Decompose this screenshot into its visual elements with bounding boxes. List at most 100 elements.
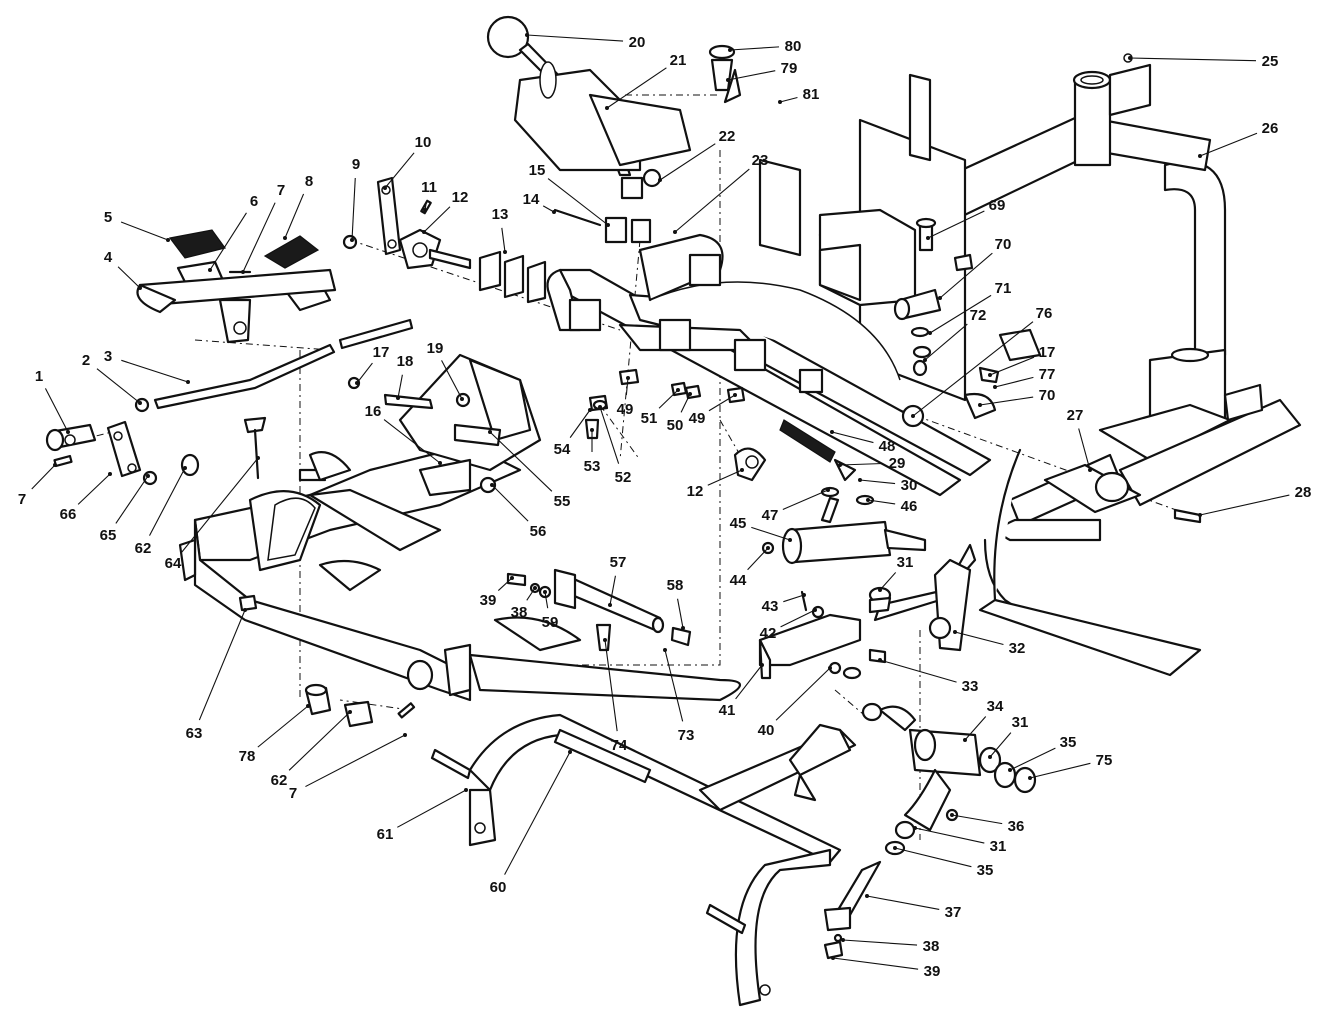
leader-line bbox=[544, 591, 549, 609]
callout-number: 12 bbox=[687, 483, 704, 500]
callout-c64: 64 bbox=[165, 456, 260, 572]
leader-dot bbox=[146, 474, 150, 478]
callout-c10: 10 bbox=[383, 134, 431, 190]
callout-number: 9 bbox=[352, 156, 360, 173]
callout-number: 36 bbox=[1008, 818, 1025, 835]
leader-dot bbox=[865, 894, 869, 898]
leader-dot bbox=[878, 658, 882, 662]
leader-dot bbox=[1088, 468, 1092, 472]
callout-c18: 18 bbox=[396, 353, 413, 400]
callout-c75: 75 bbox=[1028, 752, 1112, 780]
leader-dot bbox=[605, 106, 609, 110]
callout-c12a: 12 bbox=[422, 189, 468, 234]
callout-number: 11 bbox=[421, 179, 437, 196]
callout-c53: 53 bbox=[584, 428, 601, 475]
leader-dot bbox=[283, 236, 287, 240]
leader-dot bbox=[460, 397, 464, 401]
leader-line bbox=[954, 631, 1004, 646]
callout-c70b: 70 bbox=[978, 387, 1055, 407]
leader-line bbox=[547, 178, 609, 226]
callout-c62b: 62 bbox=[271, 710, 352, 789]
leader-dot bbox=[108, 472, 112, 476]
leader-dot bbox=[676, 388, 680, 392]
callout-number: 15 bbox=[529, 162, 546, 179]
leader-dot bbox=[928, 331, 932, 335]
callout-c31a: 31 bbox=[878, 554, 913, 592]
leader-dot bbox=[533, 586, 537, 590]
leader-dot bbox=[838, 463, 842, 467]
leader-line bbox=[242, 202, 276, 273]
callout-number: 32 bbox=[1009, 640, 1026, 657]
leader-dot bbox=[438, 461, 442, 465]
leader-line bbox=[927, 210, 985, 239]
callout-number: 53 bbox=[584, 458, 601, 475]
callout-c35a: 35 bbox=[1008, 734, 1076, 772]
callout-number: 51 bbox=[641, 410, 658, 427]
leader-line bbox=[117, 266, 141, 289]
leader-dot bbox=[950, 813, 954, 817]
leader-dot bbox=[590, 428, 594, 432]
leader-dot bbox=[138, 286, 142, 290]
leader-dot bbox=[403, 733, 407, 737]
callout-number: 21 bbox=[670, 52, 687, 69]
leader-line bbox=[747, 547, 769, 571]
callout-number: 63 bbox=[186, 725, 203, 742]
callout-number: 37 bbox=[945, 904, 962, 921]
callout-c34: 34 bbox=[963, 698, 1004, 742]
leader-line bbox=[894, 847, 972, 868]
leader-dot bbox=[663, 648, 667, 652]
callout-c23: 23 bbox=[673, 152, 768, 234]
leader-dot bbox=[953, 630, 957, 634]
callout-number: 28 bbox=[1295, 484, 1312, 501]
callout-c7b: 7 bbox=[18, 463, 57, 508]
leader-line bbox=[831, 431, 874, 444]
callout-number: 52 bbox=[615, 469, 632, 486]
leader-dot bbox=[963, 738, 967, 742]
callout-number: 41 bbox=[719, 702, 736, 719]
callout-number: 39 bbox=[480, 592, 497, 609]
leader-line bbox=[729, 46, 780, 51]
callout-number: 22 bbox=[719, 128, 736, 145]
leader-line bbox=[677, 598, 684, 629]
leader-dot bbox=[186, 380, 190, 384]
callout-c48: 48 bbox=[830, 430, 895, 455]
leader-dot bbox=[841, 938, 845, 942]
callout-c12b: 12 bbox=[687, 468, 744, 500]
leader-line bbox=[542, 205, 555, 213]
leader-line bbox=[606, 67, 667, 109]
leader-line bbox=[1009, 747, 1056, 771]
leader-dot bbox=[488, 430, 492, 434]
callout-c80: 80 bbox=[728, 38, 801, 55]
callout-c41: 41 bbox=[719, 663, 764, 719]
callout-number: 17 bbox=[373, 344, 390, 361]
leader-dot bbox=[183, 466, 187, 470]
callout-number: 57 bbox=[610, 554, 627, 571]
leader-dot bbox=[606, 223, 610, 227]
callout-c78: 78 bbox=[239, 704, 310, 765]
callout-c31b: 31 bbox=[988, 714, 1028, 759]
leader-line bbox=[964, 716, 987, 741]
callout-number: 72 bbox=[970, 307, 987, 324]
callout-number: 38 bbox=[923, 938, 940, 955]
callout-number: 46 bbox=[901, 498, 918, 515]
pedals bbox=[136, 229, 337, 344]
callout-number: 69 bbox=[989, 197, 1006, 214]
leader-line bbox=[914, 827, 985, 844]
leader-dot bbox=[1008, 768, 1012, 772]
leader-dot bbox=[256, 456, 260, 460]
leader-dot bbox=[913, 826, 917, 830]
leader-dot bbox=[778, 100, 782, 104]
callout-number: 13 bbox=[492, 206, 509, 223]
callout-c38a: 38 bbox=[511, 586, 537, 621]
leader-dot bbox=[688, 392, 692, 396]
callout-number: 31 bbox=[1012, 714, 1029, 731]
leader-line bbox=[305, 734, 406, 788]
callout-c69: 69 bbox=[926, 197, 1005, 240]
callout-c46: 46 bbox=[866, 498, 917, 515]
callout-c44: 44 bbox=[730, 546, 770, 589]
leader-dot bbox=[306, 704, 310, 708]
callout-c43: 43 bbox=[762, 593, 806, 615]
callout-c25: 25 bbox=[1128, 53, 1278, 70]
